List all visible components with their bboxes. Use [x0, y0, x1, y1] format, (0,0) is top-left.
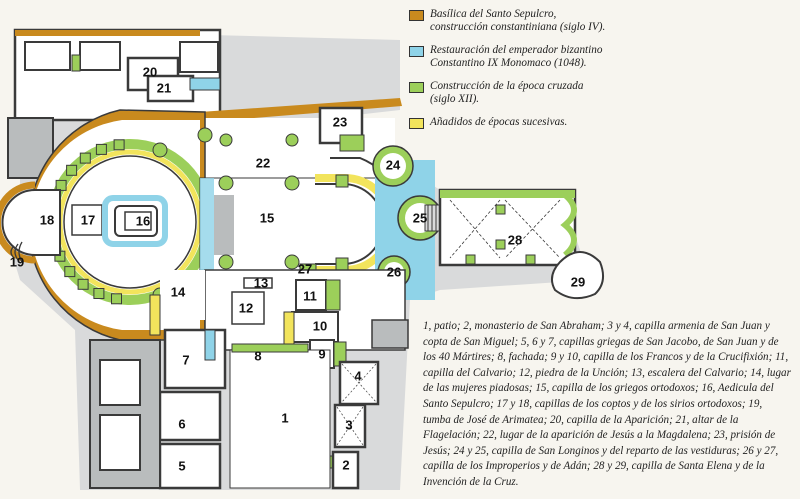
- west-blue: [204, 329, 216, 361]
- aedicule-tomb: [124, 211, 152, 231]
- stair-13: [243, 277, 273, 289]
- rotunda-pier: [77, 278, 89, 290]
- plan-label-8: 8: [254, 349, 261, 364]
- legend-swatch-constantine: [409, 10, 424, 21]
- plan-label-26: 26: [387, 265, 401, 280]
- plan-label-13: 13: [254, 276, 268, 291]
- legend: Basílica del Santo Sepulcro, construcció…: [408, 8, 788, 139]
- chapel-10-room: [291, 311, 339, 343]
- chapel-28-piers: [465, 204, 536, 265]
- chapel-2-room: [331, 450, 360, 490]
- chapel-14-yellow: [149, 294, 161, 336]
- stairs-19: [10, 241, 23, 263]
- rotunda-pier: [93, 288, 105, 299]
- plan-label-22: 22: [256, 156, 270, 171]
- rotunda-pier: [111, 293, 122, 305]
- plan-label-15: 15: [260, 211, 274, 226]
- legend-item-later: Añadidos de épocas sucesivas.: [408, 116, 788, 129]
- plan-label-25: 25: [413, 211, 427, 226]
- plan-label-2: 2: [342, 458, 349, 473]
- chapel-17-room: [71, 204, 103, 236]
- plan-label-12: 12: [239, 301, 253, 316]
- nw-cell-3: [179, 41, 219, 73]
- plan-label-10: 10: [313, 319, 327, 334]
- chapel-6-room: [158, 390, 222, 442]
- courtyard-1: [229, 349, 331, 489]
- rotunda-pier: [79, 152, 91, 164]
- plan-label-18: 18: [40, 213, 54, 228]
- legend-swatch-later: [409, 118, 424, 129]
- rotunda-column: [152, 142, 168, 158]
- chapel-14-room: [160, 270, 205, 320]
- east-stair: [371, 319, 409, 349]
- legend-swatch-byzantine: [409, 46, 424, 57]
- nw-cell-1: [24, 41, 71, 71]
- plan-label-5: 5: [178, 459, 185, 474]
- legend-item-crusader: Construcción de la época cruzada (siglo …: [408, 80, 788, 106]
- plan-label-14: 14: [171, 285, 186, 300]
- plan-label-4: 4: [354, 369, 362, 384]
- chapel-28-wall-top: [440, 190, 575, 198]
- legend-item-constantine: Basílica del Santo Sepulcro, construcció…: [408, 8, 788, 34]
- nave-grey-left: [214, 195, 234, 255]
- plan-label-16: 16: [136, 214, 150, 229]
- plan-label-28: 28: [508, 233, 522, 248]
- rotunda-pier: [64, 266, 76, 278]
- legend-label-constantine: Basílica del Santo Sepulcro, construcció…: [430, 8, 606, 33]
- calvary-green: [325, 279, 341, 311]
- plan-label-7: 7: [182, 353, 189, 368]
- chapel-4-vault: [341, 363, 377, 403]
- rotunda-pier: [66, 164, 78, 176]
- nw-green-1: [71, 54, 81, 72]
- chapel-7-room: [163, 328, 227, 390]
- chapel-24-inner: [380, 153, 406, 179]
- nw-blue-1: [189, 77, 221, 91]
- legend-swatch-crusader: [409, 82, 424, 93]
- plan-label-11: 11: [303, 289, 317, 304]
- chapel-28-apse: [560, 192, 577, 258]
- chapel-12-room: [231, 291, 265, 325]
- plan-label-19: 19: [10, 255, 24, 270]
- west-grey-cell-1: [99, 359, 141, 406]
- plan-label-17: 17: [81, 213, 95, 228]
- nw-orange-wall: [15, 30, 200, 36]
- legend-label-crusader: Construcción de la época cruzada (siglo …: [430, 80, 584, 105]
- rotunda-pier: [95, 143, 107, 155]
- west-grey-cell-2: [99, 414, 141, 471]
- chapel-28-room: [438, 188, 577, 267]
- plan-label-9: 9: [318, 347, 325, 362]
- rotunda-column: [197, 127, 213, 143]
- plan-label-23: 23: [333, 115, 347, 130]
- chapel-5-room: [158, 442, 222, 490]
- rotunda-pier: [113, 139, 125, 151]
- nw-cell-2: [79, 41, 121, 71]
- courtyard-22: [200, 118, 395, 178]
- plan-label-29: 29: [571, 275, 585, 290]
- rotunda-pier: [55, 179, 67, 191]
- plan-label-3: 3: [345, 418, 352, 433]
- legend-item-byzantine: Restauración del emperador bizantino Con…: [408, 44, 788, 70]
- chapel-23-green: [339, 134, 365, 152]
- plan-label-6: 6: [178, 417, 185, 432]
- transept-blue-band: [200, 178, 214, 270]
- plan-label-21: 21: [157, 81, 171, 96]
- caption: 1, patio; 2, monasterio de San Abraham; …: [423, 320, 791, 488]
- plan-label-20: 20: [143, 65, 157, 80]
- facade-8: [231, 343, 309, 353]
- north-orange-wall: [200, 98, 402, 122]
- rotunda-inner-line: [63, 155, 197, 289]
- chapel-28-vaults: [449, 199, 561, 259]
- legend-label-byzantine: Restauración del emperador bizantino Con…: [430, 44, 603, 69]
- plan-label-24: 24: [386, 158, 401, 173]
- plan-label-27: 27: [298, 262, 312, 277]
- legend-label-later: Añadidos de épocas sucesivas.: [430, 116, 568, 128]
- west-apse: [1, 189, 61, 256]
- chapel-29-cave: [550, 251, 605, 300]
- plan-label-1: 1: [281, 411, 288, 426]
